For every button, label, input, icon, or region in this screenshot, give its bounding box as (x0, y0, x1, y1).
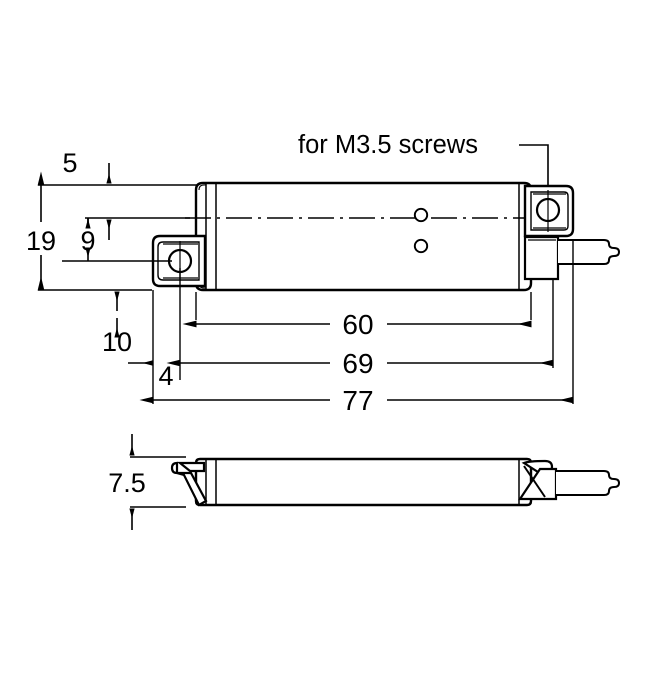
side-ear-right-diagonal (523, 465, 546, 498)
sensor-body (194, 181, 533, 292)
dim-9-label: 9 (80, 226, 95, 256)
dim-19-label: 19 (26, 226, 56, 256)
side-body-outline (194, 457, 533, 507)
dim-69-label: 69 (342, 348, 373, 379)
dimension-69: 69 (166, 348, 554, 379)
note-m35-screws-label: for M3.5 screws (298, 131, 478, 159)
dimension-5: 5 (62, 148, 112, 240)
cable-outline-with-break (558, 239, 621, 265)
extension-lines-front (38, 184, 198, 291)
dim-4-label: 4 (158, 361, 173, 391)
dimension-19: 19 (26, 171, 56, 291)
dimension-77: 77 (139, 385, 574, 416)
side-mounting-ear-right (517, 459, 558, 501)
side-mounting-ear-left (170, 461, 208, 507)
dimension-7-5: 7.5 (108, 434, 186, 530)
body-outline (194, 181, 533, 292)
dimension-10: 10 (102, 291, 132, 357)
dimension-60: 60 (182, 309, 532, 340)
body-corner-highlight-tl (198, 184, 206, 191)
dim-60-label: 60 (342, 309, 373, 340)
dimension-4: 4 (128, 360, 174, 391)
front-view: 5 19 9 10 (26, 148, 621, 416)
connector-flange (523, 235, 560, 281)
dim-77-label: 77 (342, 385, 373, 416)
side-ear-right-taper (517, 467, 558, 501)
dimension-9: 9 (80, 218, 96, 261)
mounting-ear-left (151, 234, 207, 288)
side-cable-outline-with-break (556, 470, 621, 496)
dim-7-5-label: 7.5 (108, 468, 146, 498)
indicator-led-2 (413, 238, 429, 254)
dim-5-label: 5 (62, 148, 77, 178)
dim-10-label: 10 (102, 327, 132, 357)
mounting-ear-right (523, 184, 575, 281)
cable (558, 239, 621, 265)
note-m35-screws: for M3.5 screws (298, 131, 549, 205)
indicator-led-1 (413, 207, 429, 223)
side-ear-left-tab (176, 461, 206, 473)
side-view: 7.5 (108, 434, 621, 530)
extension-lines-linear (152, 240, 574, 404)
side-ear-left-taper (170, 461, 208, 507)
